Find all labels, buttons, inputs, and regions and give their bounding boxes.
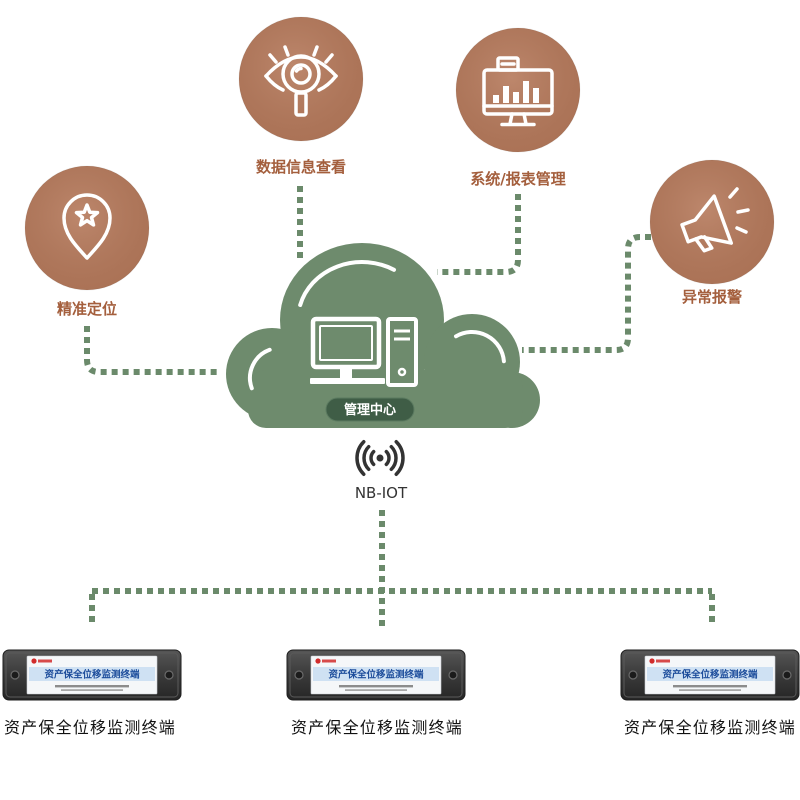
- terminal-device-left: 资产保全位移监测终端: [2, 649, 182, 701]
- node-alarm: 异常报警: [649, 159, 775, 306]
- monitor-chart-icon: [482, 56, 554, 127]
- brand-logo-icon: [649, 658, 670, 664]
- device-screen-title: 资产保全位移监测终端: [44, 669, 140, 681]
- connector-report-management: [437, 194, 521, 275]
- device-screen-title: 资产保全位移监测终端: [328, 669, 424, 681]
- connector-location: [84, 326, 218, 375]
- connectors: [84, 186, 715, 628]
- device-microtext-lines: [673, 685, 747, 691]
- hub-label: 管理中心: [344, 402, 396, 418]
- network-label: NB-IOT: [355, 484, 408, 502]
- device-microtext-lines: [55, 685, 129, 691]
- screw-icon: [294, 670, 304, 680]
- terminal-device-center: 资产保全位移监测终端: [286, 649, 466, 701]
- node-label: 系统/报表管理: [470, 170, 565, 188]
- cloud-highlights: [248, 260, 506, 391]
- wireless-signal-icon: [355, 439, 405, 477]
- node-label: 精准定位: [57, 300, 117, 318]
- screw-icon: [448, 670, 458, 680]
- node-location: 精准定位: [24, 165, 150, 318]
- node-data-view: 数据信息查看: [238, 16, 364, 176]
- device-label-left: 资产保全位移监测终端: [4, 718, 176, 737]
- screw-icon: [10, 670, 20, 680]
- location-star-icon: [62, 193, 112, 260]
- terminal-device-right: 资产保全位移监测终端: [620, 649, 800, 701]
- node-report-management: 系统/报表管理: [455, 27, 581, 188]
- eye-magnifier-icon: [264, 45, 338, 117]
- device-label-center: 资产保全位移监测终端: [291, 718, 463, 737]
- device-screen-title: 资产保全位移监测终端: [662, 669, 758, 681]
- device-label-right: 资产保全位移监测终端: [624, 718, 796, 737]
- node-label: 异常报警: [682, 288, 742, 306]
- screw-icon: [628, 670, 638, 680]
- management-center-cloud: 管理中心: [226, 243, 540, 428]
- desktop-computer-icon: [310, 316, 418, 387]
- megaphone-icon: [680, 187, 750, 253]
- device-microtext-lines: [339, 685, 413, 691]
- hub-label-pill: 管理中心: [325, 397, 415, 422]
- brand-logo-icon: [31, 658, 52, 664]
- screw-icon: [782, 670, 792, 680]
- network-link: NB-IOT: [355, 439, 408, 502]
- connector-alarm: [522, 234, 651, 353]
- screw-icon: [164, 670, 174, 680]
- brand-logo-icon: [315, 658, 336, 664]
- node-label: 数据信息查看: [256, 158, 346, 176]
